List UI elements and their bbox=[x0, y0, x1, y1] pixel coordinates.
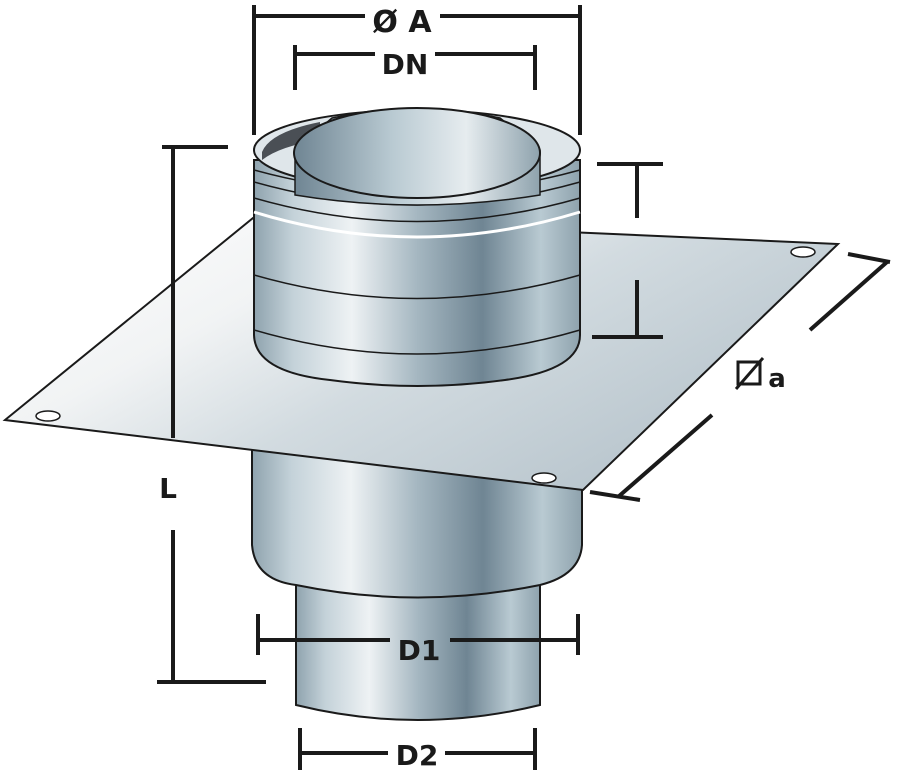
label-plate-size: a bbox=[768, 364, 786, 394]
lower-pipe bbox=[295, 579, 541, 721]
label-diameter-1: D1 bbox=[398, 634, 441, 667]
screw-hole-left bbox=[35, 410, 61, 422]
square-symbol-icon bbox=[734, 357, 765, 390]
label-outer-diameter: Ø A bbox=[372, 5, 432, 40]
label-length: L bbox=[159, 472, 177, 505]
label-nominal-diameter: DN bbox=[382, 48, 429, 81]
dimension-lines bbox=[157, 5, 891, 770]
screw-hole-right bbox=[790, 246, 816, 258]
screw-hole-bottom bbox=[531, 472, 557, 484]
label-diameter-2: D2 bbox=[396, 739, 439, 772]
upper-pipe bbox=[253, 107, 581, 387]
